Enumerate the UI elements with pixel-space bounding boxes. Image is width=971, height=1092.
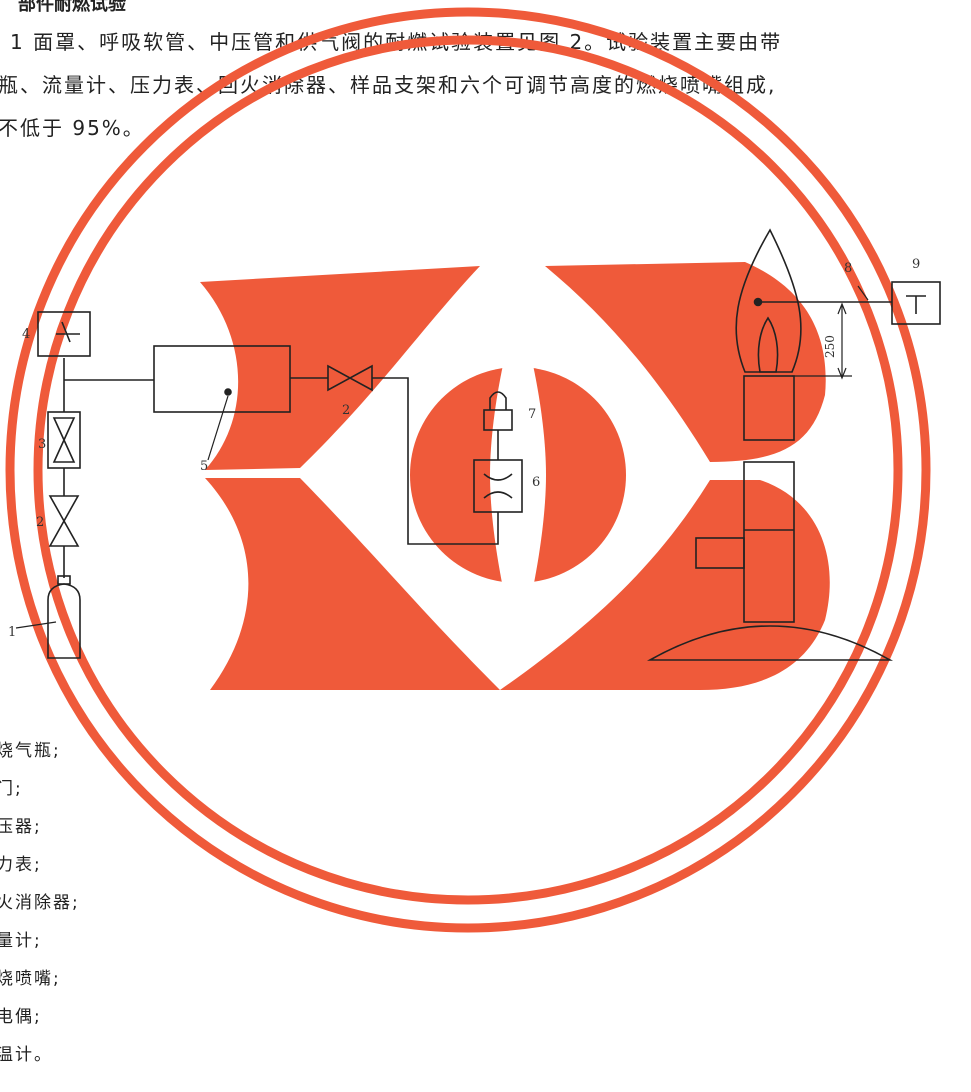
label-7: 7 bbox=[528, 407, 536, 422]
legend-item: 电偶; bbox=[0, 1007, 42, 1027]
legend-item: 烧喷嘴; bbox=[0, 969, 61, 989]
section-heading: 部件耐燃试验 bbox=[18, 0, 126, 15]
stamp-left-top-lobe bbox=[200, 266, 480, 470]
pressure-reducer bbox=[47, 411, 81, 469]
apparatus-drawing bbox=[15, 228, 941, 661]
burner-stand bbox=[646, 461, 894, 661]
legend-item: 火消除器; bbox=[0, 893, 80, 913]
legend-item: 温计。 bbox=[0, 1045, 53, 1065]
stamp-inner-ring bbox=[33, 35, 903, 905]
burner-nozzle bbox=[483, 391, 513, 431]
pressure-gauge bbox=[37, 311, 91, 357]
label-2-lower: 2 bbox=[36, 515, 44, 530]
label-2-upper: 2 bbox=[342, 403, 350, 418]
watermark-stamp bbox=[5, 7, 931, 933]
label-8: 8 bbox=[844, 261, 852, 276]
dimension-value: 250 bbox=[823, 335, 837, 358]
legend-item: 压器; bbox=[0, 817, 42, 837]
stamp-right-top-lobe bbox=[545, 262, 826, 462]
label-6: 6 bbox=[532, 475, 540, 490]
stamp-center-spindle bbox=[490, 306, 546, 652]
gas-cylinder bbox=[47, 575, 81, 659]
paragraph-line-3: 不低于 95%。 bbox=[0, 116, 145, 140]
diagram-labels: 1 2 2 3 4 5 6 7 8 9 250 bbox=[8, 257, 920, 640]
label-1: 1 bbox=[8, 625, 16, 640]
label-4: 4 bbox=[22, 327, 30, 342]
legend-item: 力表; bbox=[0, 855, 42, 875]
valve-lower bbox=[48, 495, 80, 547]
label-9: 9 bbox=[912, 257, 920, 272]
legend-item: 量计; bbox=[0, 931, 42, 951]
dimension-line bbox=[792, 302, 852, 380]
flashback-arrester bbox=[153, 345, 291, 413]
stamp-right-bottom-lobe bbox=[500, 480, 830, 690]
valve-upper bbox=[327, 364, 373, 392]
legend-list: 烧气瓶; 门; 压器; 力表; 火消除器; 量计; 烧喷嘴; 电偶; 温计。 bbox=[0, 732, 80, 1074]
specimen-upper bbox=[743, 375, 795, 441]
stamp-left-bottom-lobe bbox=[205, 478, 500, 690]
thermometer bbox=[891, 281, 941, 325]
label-5: 5 bbox=[200, 459, 208, 474]
stamp-outer-ring bbox=[5, 7, 931, 933]
label-3: 3 bbox=[38, 437, 46, 452]
legend-item: 门; bbox=[0, 779, 23, 799]
legend-item: 烧气瓶; bbox=[0, 741, 61, 761]
